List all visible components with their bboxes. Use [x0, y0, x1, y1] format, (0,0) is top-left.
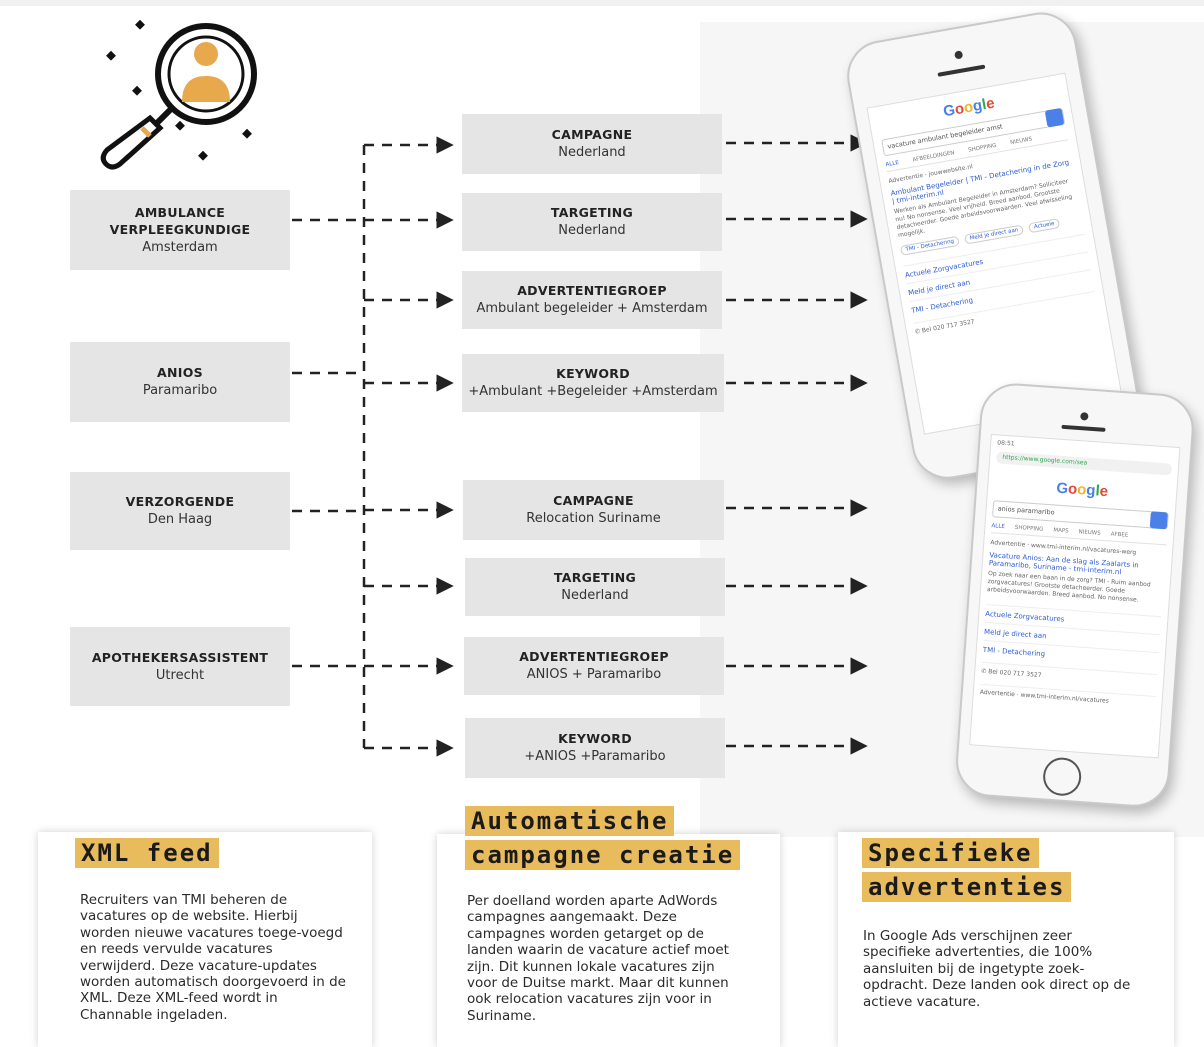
role-title: ANIOS	[157, 365, 203, 380]
phone-screen: 08:51 https://www.google.com/sea Google …	[969, 433, 1181, 759]
targeting-box: TARGETING Nederland	[462, 193, 722, 251]
adgroup-box: ADVERTENTIEGROEP Ambulant begeleider + A…	[462, 271, 722, 329]
box-title: ADVERTENTIEGROEP	[517, 283, 667, 298]
call-number: Bel 020 717 3527	[987, 668, 1042, 679]
box-title: KEYWORD	[558, 731, 632, 746]
card-title: Automatische	[465, 806, 675, 836]
role-location: Amsterdam	[142, 239, 218, 255]
box-title: TARGETING	[550, 205, 634, 220]
tab-images[interactable]: AFBEELDINGEN	[912, 150, 956, 164]
search-query: anios paramaribo	[997, 504, 1055, 517]
box-title: TARGETING	[553, 570, 637, 585]
role-title: AMBULANCE VERPLEEGKUNDIGE	[109, 204, 251, 237]
box-title: ADVERTENTIEGROEP	[519, 649, 669, 664]
phone-screen: Google vacature ambulant begeleider amst…	[866, 72, 1124, 435]
box-title: CAMPAGNE	[553, 493, 634, 508]
box-value: Nederland	[561, 588, 629, 603]
speaker-icon	[1061, 424, 1106, 432]
box-value: +ANIOS +Paramaribo	[524, 749, 666, 764]
role-title: VERZORGENDE	[125, 494, 235, 509]
tab-maps[interactable]: MAPS	[1053, 527, 1069, 535]
phone-mockup-2: 08:51 https://www.google.com/sea Google …	[953, 381, 1197, 810]
sitelink-chip[interactable]: Actuele	[1028, 218, 1061, 234]
tab-shopping[interactable]: SHOPPING	[967, 142, 998, 154]
card-xml-feed: XML feed Recruiters van TMI beheren de v…	[38, 832, 372, 1047]
card-campagne-creatie: Automatische campagne creatie Per doella…	[437, 806, 780, 1047]
camera-icon	[1080, 412, 1089, 421]
role-location: Utrecht	[155, 667, 205, 683]
box-value: Nederland	[558, 145, 626, 160]
speaker-icon	[937, 64, 986, 77]
search-button[interactable]	[1149, 511, 1168, 530]
card-title: Specifieke	[862, 838, 1039, 868]
call-number: Bel 020 717 3527	[921, 318, 976, 335]
campaign-box: CAMPAGNE Nederland	[462, 114, 722, 174]
campaign-box: CAMPAGNE Relocation Suriname	[463, 480, 724, 540]
tab-all[interactable]: ALLE	[885, 159, 900, 169]
box-title: KEYWORD	[556, 366, 630, 381]
tab-images[interactable]: AFBEE	[1110, 531, 1129, 539]
role-box-verzorgende: VERZORGENDE Den Haag	[70, 472, 290, 550]
box-title: CAMPAGNE	[551, 127, 633, 142]
card-text: Per doelland worden aparte AdWords campa…	[467, 893, 729, 1024]
card-text: In Google Ads verschijnen zeer specifiek…	[863, 928, 1131, 1010]
card-specifieke-advertenties: Specifieke advertenties In Google Ads ve…	[838, 832, 1174, 1047]
role-location: Den Haag	[147, 512, 213, 527]
tab-all[interactable]: ALLE	[991, 523, 1006, 531]
keyword-box: KEYWORD +Ambulant +Begeleider +Amsterdam	[462, 354, 724, 412]
google-logo: Google	[1055, 479, 1109, 501]
role-box-apothekersassistent: APOTHEKERSASSISTENT Utrecht	[70, 627, 290, 706]
card-title: XML feed	[75, 838, 219, 868]
magnifier-person-icon	[100, 19, 257, 170]
camera-icon	[954, 50, 964, 60]
call-extension[interactable]: ✆ Bel 020 717 3527	[981, 661, 1158, 689]
keyword-box: KEYWORD +ANIOS +Paramaribo	[465, 718, 725, 778]
targeting-box: TARGETING Nederland	[465, 558, 725, 616]
role-title: APOTHEKERSASSISTENT	[91, 649, 269, 665]
home-button-icon	[1041, 756, 1083, 797]
box-value: Nederland	[558, 223, 626, 238]
adgroup-box: ADVERTENTIEGROEP ANIOS + Paramaribo	[464, 637, 724, 695]
box-value: +Ambulant +Begeleider +Amsterdam	[468, 384, 718, 399]
card-title: advertenties	[862, 872, 1072, 902]
role-box-ambulance: AMBULANCE VERPLEEGKUNDIGE Amsterdam	[70, 190, 290, 270]
tab-shopping[interactable]: SHOPPING	[1014, 524, 1044, 533]
tab-news[interactable]: NIEUWS	[1078, 529, 1101, 537]
role-box-anios: ANIOS Paramaribo	[70, 342, 290, 422]
sitelink-chip[interactable]: Meld je direct aan	[963, 224, 1025, 245]
tab-news[interactable]: NIEUWS	[1009, 136, 1033, 147]
card-text: Recruiters van TMI beheren de vacatures …	[80, 892, 346, 1023]
box-value: ANIOS + Paramaribo	[526, 667, 662, 682]
top-border	[0, 0, 1204, 6]
box-value: Ambulant begeleider + Amsterdam	[476, 301, 708, 316]
box-value: Relocation Suriname	[526, 511, 661, 526]
search-button[interactable]	[1044, 107, 1065, 128]
card-title: campagne creatie	[465, 840, 741, 870]
role-location: Paramaribo	[142, 383, 218, 398]
ad-label: Advertentie · www.tmi-interim.nl/vacatur…	[979, 683, 1157, 710]
sitelink-chip[interactable]: TMI - Detachering	[899, 235, 960, 256]
